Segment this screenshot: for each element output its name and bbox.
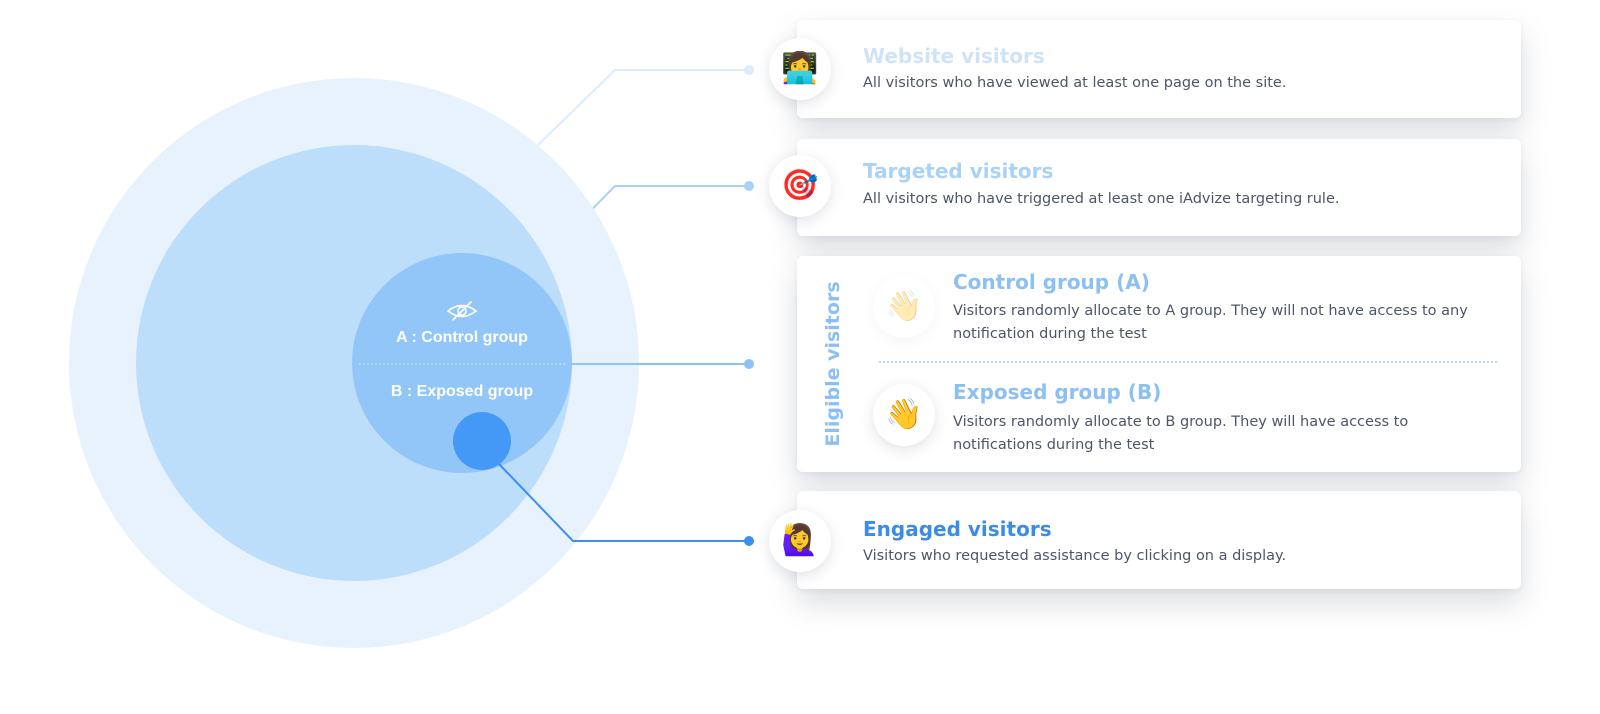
waving-hand-icon: 👋 (873, 384, 935, 446)
card-title-targeted: Targeted visitors (863, 159, 1054, 183)
faded-waving-hand-icon: 👋 (873, 276, 935, 338)
direct-hit-target-icon: 🎯 (769, 155, 831, 217)
connector-engaged-dot (744, 536, 754, 546)
card-title-website: Website visitors (863, 44, 1045, 68)
control-group-title: Control group (A) (953, 270, 1150, 294)
exposed-group-desc: Visitors randomly allocate to B group. T… (953, 414, 1409, 453)
woman-technologist-icon: 👩‍💻 (769, 38, 831, 100)
card-targeted-visitors: 🎯 Targeted visitors All visitors who hav… (769, 139, 1521, 236)
card-eligible-visitors: Eligible visitors 👋 Control group (A) Vi… (797, 256, 1521, 472)
engaged-visitors-circle (453, 412, 511, 470)
connector-engaged (498, 463, 749, 542)
eligible-group-divider (879, 361, 1497, 363)
card-desc-website: All visitors who have viewed at least on… (863, 75, 1287, 91)
exposed-group-label: B : Exposed group (391, 383, 533, 400)
connector-targeted-dot (744, 181, 754, 191)
control-group-desc: Visitors randomly allocate to A group. T… (953, 303, 1468, 342)
eye-slash-icon (446, 301, 478, 321)
control-group-label: A : Control group (396, 329, 528, 346)
woman-raising-hand-icon: 🙋‍♀️ (769, 510, 831, 572)
card-engaged-visitors: 🙋‍♀️ Engaged visitors Visitors who reque… (769, 491, 1521, 589)
exposed-group-title: Exposed group (B) (953, 380, 1162, 404)
card-desc-targeted: All visitors who have triggered at least… (863, 191, 1340, 207)
card-website-visitors: 👩‍💻 Website visitors All visitors who ha… (769, 20, 1521, 118)
connector-eligible-dot (744, 359, 754, 369)
eligible-visitors-circle (352, 253, 572, 473)
card-title-engaged: Engaged visitors (863, 517, 1052, 541)
connector-website (536, 69, 749, 147)
connector-website-dot (744, 65, 754, 75)
eligible-visitors-label: Eligible visitors (822, 281, 844, 447)
card-desc-engaged: Visitors who requested assistance by cli… (863, 548, 1287, 564)
